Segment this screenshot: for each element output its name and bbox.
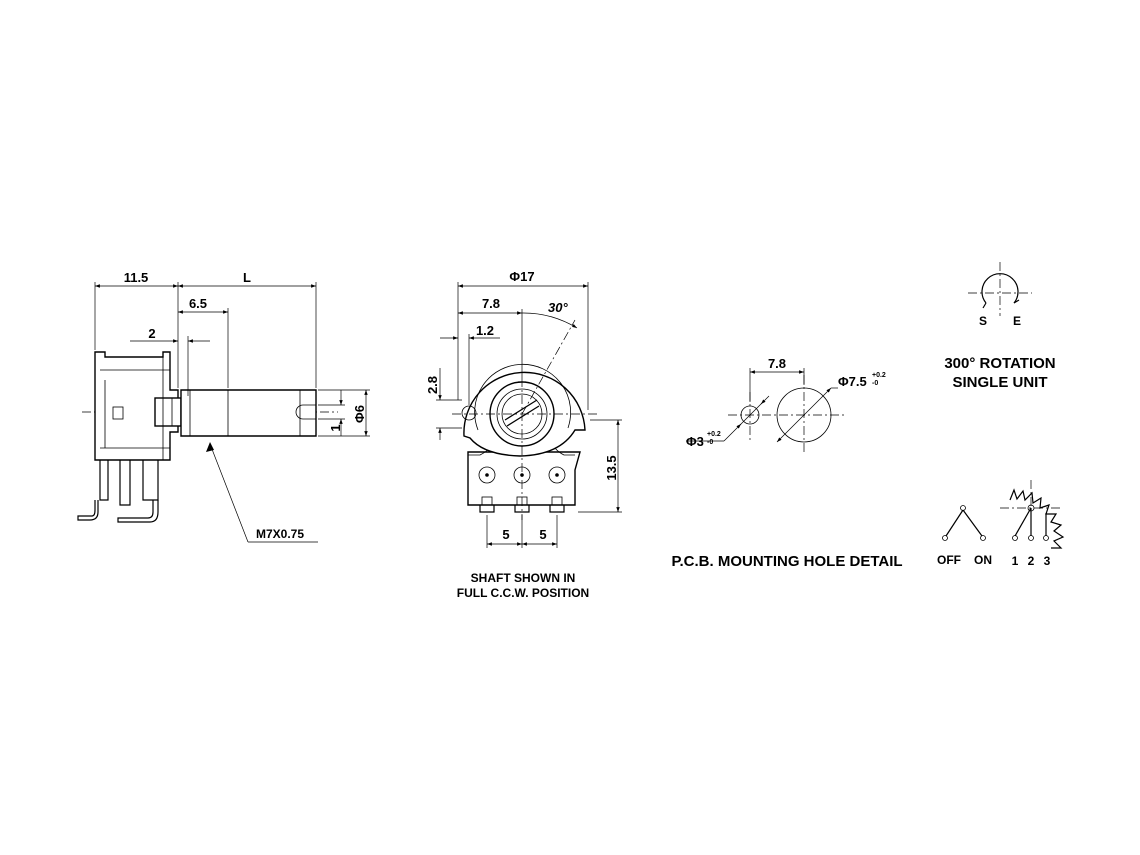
dim-6-5-label: 6.5 — [189, 296, 207, 311]
side-view — [77, 282, 370, 543]
pcb-dim-7-8-label: 7.8 — [768, 356, 786, 371]
dim-11-5-label: 11.5 — [124, 270, 149, 285]
switch-off-label: OFF — [937, 553, 961, 567]
pcb-phi7-5-tol-minus: -0 — [872, 380, 878, 387]
pin-1-label: 1 — [1012, 554, 1019, 568]
rotation-title-line1: 300° ROTATION — [944, 355, 1055, 372]
dim-phi6-label: Φ6 — [352, 405, 367, 423]
rotation-start-label: S — [979, 314, 987, 328]
rotation-end-label: E — [1013, 314, 1021, 328]
pcb-phi3-tol-plus: +0.2 — [707, 431, 721, 438]
pcb-dim-phi7-5-label: Φ7.5 — [838, 374, 867, 389]
rotation-symbol — [968, 262, 1032, 316]
potentiometer-schematic — [1000, 480, 1065, 549]
pcb-dim-phi3-label: Φ3 — [686, 434, 704, 449]
dim-1-label: 1 — [328, 424, 343, 431]
pcb-phi7-5-tol-plus: +0.2 — [872, 372, 886, 379]
dim-13-5-label: 13.5 — [604, 455, 619, 480]
switch-on-label: ON — [974, 553, 992, 567]
dim-pitch-5b-label: 5 — [539, 527, 546, 542]
dim-2-8-label: 2.8 — [425, 376, 440, 394]
dim-2-label: 2 — [148, 326, 155, 341]
dim-pitch-5a-label: 5 — [502, 527, 509, 542]
front-caption-line1: SHAFT SHOWN IN — [471, 571, 576, 585]
pcb-detail-caption: P.C.B. MOUNTING HOLE DETAIL — [671, 553, 902, 570]
rotation-title-line2: SINGLE UNIT — [952, 374, 1047, 391]
thread-label: M7X0.75 — [256, 527, 304, 541]
front-caption-line2: FULL C.C.W. POSITION — [457, 586, 589, 600]
dim-1-2-label: 1.2 — [476, 323, 494, 338]
front-view — [436, 282, 622, 548]
switch-schematic — [942, 505, 986, 541]
dim-30-deg-label: 30° — [548, 300, 568, 315]
dim-L-label: L — [243, 270, 251, 285]
pin-2-label: 2 — [1028, 554, 1035, 568]
dim-7-8-label: 7.8 — [482, 296, 500, 311]
pcb-phi3-tol-minus: -0 — [707, 439, 713, 446]
pcb-hole-detail — [686, 368, 846, 452]
pin-3-label: 3 — [1044, 554, 1051, 568]
dim-phi17-label: Φ17 — [509, 269, 534, 284]
